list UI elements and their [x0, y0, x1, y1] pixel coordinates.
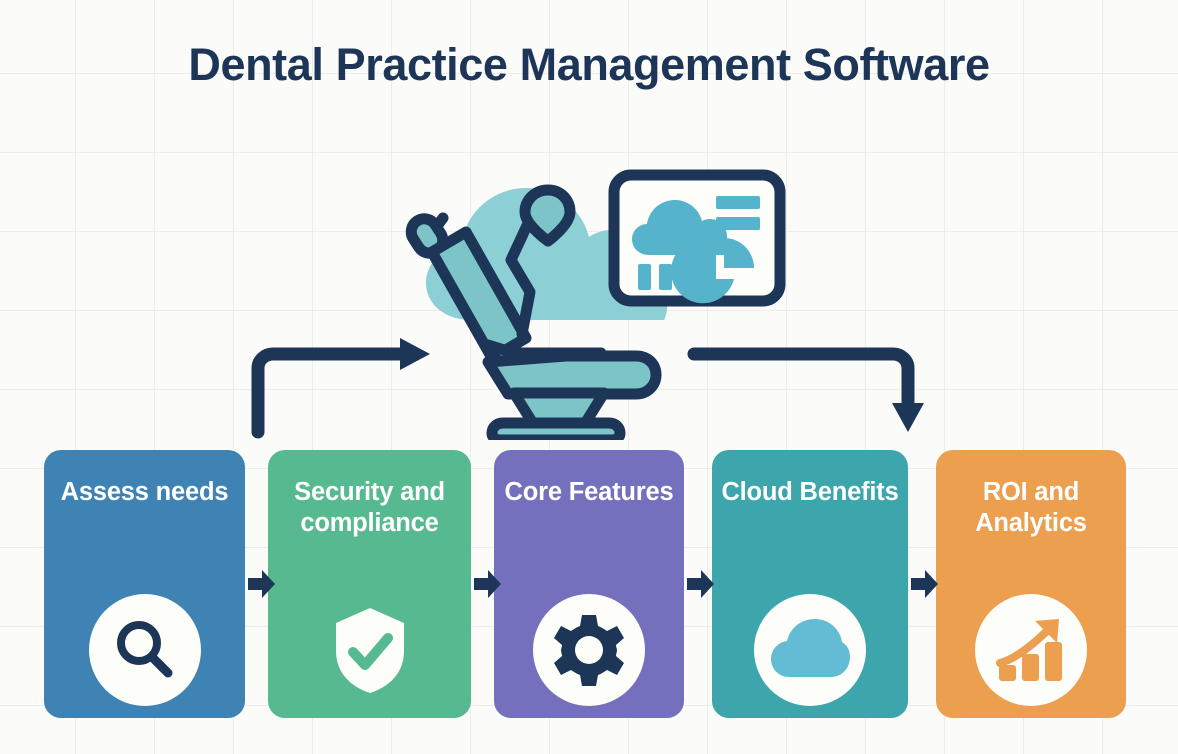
dental-chair-icon	[405, 184, 662, 446]
arrow-right-icon	[474, 570, 501, 598]
gear-icon	[554, 615, 624, 686]
step-card-label: Core Features	[504, 478, 674, 506]
step-card-cloud-benefits[interactable]: Cloud Benefits	[712, 450, 908, 718]
flow-arrows-svg	[251, 338, 924, 439]
pie-chart-icon	[670, 238, 754, 304]
step-card-assess-needs[interactable]: Assess needs	[44, 450, 245, 718]
page-title: Dental Practice Management Software	[188, 39, 990, 90]
flow-arrow-right	[687, 347, 924, 432]
step-card-core-features[interactable]: Core Features	[494, 450, 684, 718]
arrow-right-icon	[687, 570, 714, 598]
cloud-icon	[771, 619, 850, 677]
hero-svg	[405, 169, 786, 446]
icon-plain	[314, 594, 426, 706]
step-card-icon-wrap	[268, 598, 471, 706]
step-card-icon-wrap	[44, 586, 245, 706]
step-card-label: Assess needs	[60, 478, 229, 506]
step-card-label: Cloud Benefits	[721, 478, 899, 506]
step-connector-2	[472, 568, 502, 600]
magnifier-icon	[116, 621, 172, 678]
step-cards-row: Assess needs Security and compliance	[44, 450, 1126, 720]
icon-disc	[533, 594, 645, 706]
icon-disc	[975, 594, 1087, 706]
step-connector-3	[685, 568, 715, 600]
icon-disc	[754, 594, 866, 706]
dental-cloud-analytics-illustration	[396, 140, 796, 446]
step-card-label: ROI and Analytics	[975, 478, 1087, 537]
step-connector-4	[909, 568, 939, 600]
growth-chart-icon	[996, 619, 1062, 681]
step-card-roi-and-analytics[interactable]: ROI and Analytics	[936, 450, 1126, 718]
arrow-right-icon	[911, 570, 938, 598]
flow-arrow-left	[251, 338, 430, 439]
dashboard-screen-icon	[608, 169, 786, 307]
step-connector-1	[246, 568, 276, 600]
arrow-right-icon	[248, 570, 275, 598]
step-card-icon-wrap	[712, 586, 908, 706]
shield-check-icon	[335, 608, 404, 693]
step-card-icon-wrap	[936, 586, 1126, 706]
icon-disc	[88, 594, 201, 706]
legend-lines-icon	[716, 196, 760, 230]
step-card-security-and-compliance[interactable]: Security and compliance	[268, 450, 471, 718]
flow-arrows	[0, 320, 1178, 450]
step-card-label: Security and compliance	[294, 478, 445, 537]
step-card-icon-wrap	[494, 586, 684, 706]
